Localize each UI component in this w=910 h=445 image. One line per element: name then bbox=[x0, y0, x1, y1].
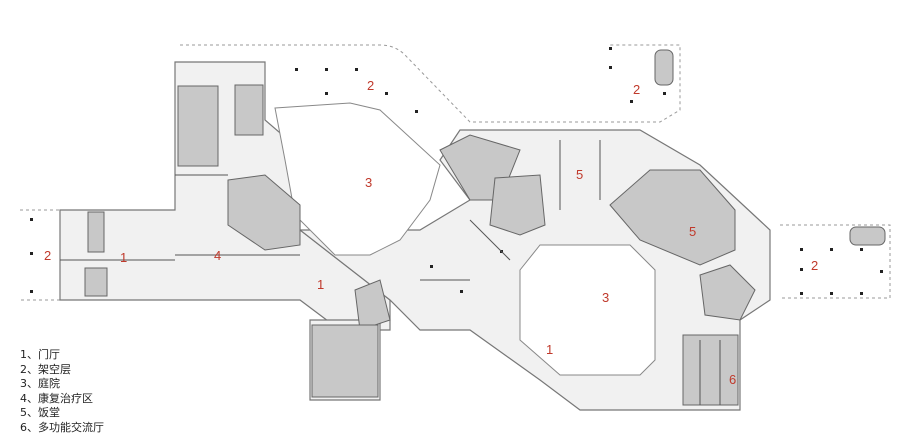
zone-label: 4 bbox=[214, 248, 221, 263]
zone-label: 1 bbox=[317, 277, 324, 292]
overhang-outline bbox=[20, 44, 891, 301]
legend-item: 2、架空层 bbox=[20, 362, 71, 376]
zone-label: 1 bbox=[120, 250, 127, 265]
legend: 1、门厅 2、架空层 3、庭院 4、康复治疗区 5、饭堂 6、多功能交流厅 bbox=[20, 348, 104, 435]
legend-item: 5、饭堂 bbox=[20, 406, 60, 419]
interior-walls bbox=[60, 140, 721, 405]
zone-labels: 2 2 2 2 1 4 1 3 5 5 3 1 6 bbox=[44, 78, 818, 387]
legend-item: 1、门厅 bbox=[20, 348, 60, 361]
zone-label: 2 bbox=[811, 258, 818, 273]
columns bbox=[30, 47, 883, 295]
zone-label: 5 bbox=[689, 224, 696, 239]
zone-label: 3 bbox=[602, 290, 609, 305]
service-blocks bbox=[84, 49, 886, 406]
legend-item: 6、多功能交流厅 bbox=[20, 420, 104, 434]
legend-item: 3、庭院 bbox=[20, 377, 60, 390]
courtyards bbox=[274, 102, 656, 376]
legend-item: 4、康复治疗区 bbox=[20, 391, 93, 405]
zone-label: 2 bbox=[367, 78, 374, 93]
zone-label: 5 bbox=[576, 167, 583, 182]
zone-label: 3 bbox=[365, 175, 372, 190]
zone-label: 1 bbox=[546, 342, 553, 357]
zone-label: 2 bbox=[633, 82, 640, 97]
zone-label: 2 bbox=[44, 248, 51, 263]
zone-label: 6 bbox=[729, 372, 736, 387]
